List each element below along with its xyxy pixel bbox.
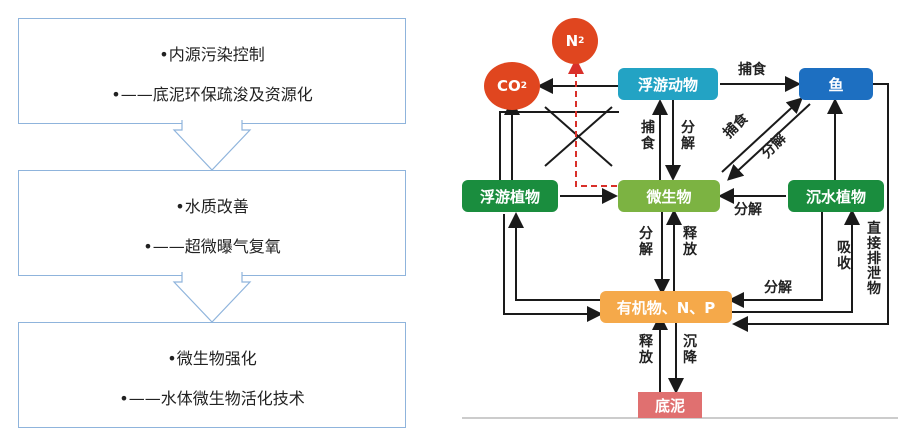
phytoplankton-node: 浮游植物: [462, 180, 558, 212]
label-settle: 沉 降: [683, 334, 697, 366]
step-title: •微生物强化: [167, 349, 257, 368]
label-decompose-sub: 分解: [734, 202, 762, 218]
fish-node: 鱼: [799, 68, 873, 100]
microbe-node: 微生物: [618, 180, 720, 212]
sediment-node: 底泥: [638, 392, 702, 418]
co2-subscript: 2: [520, 81, 528, 91]
step-detail: •——超微曝气复氧: [143, 237, 281, 256]
label-direct-excrete: 直 接 排 泄 物: [867, 221, 881, 297]
label-absorb: 吸 收: [837, 240, 851, 272]
n2-subscript: 2: [578, 36, 585, 46]
label-release-bottom: 释 放: [639, 334, 653, 366]
n2-label: N: [565, 32, 579, 50]
label-decompose-low: 分 解: [639, 226, 653, 258]
step-detail: •——底泥环保疏浚及资源化: [111, 85, 313, 104]
step-detail: •——水体微生物活化技术: [119, 389, 305, 408]
label-prey-mid: 捕 食: [641, 120, 655, 152]
step-box-1: •内源污染控制 •——底泥环保疏浚及资源化: [18, 18, 406, 124]
organic-npk-node: 有机物、N、P: [600, 291, 732, 323]
submerged-plant-node: 沉水植物: [788, 180, 884, 212]
step-title: •水质改善: [175, 197, 249, 216]
label-release-low: 释 放: [683, 226, 697, 258]
label-decompose-right: 分解: [764, 280, 792, 296]
label-prey-top: 捕食: [738, 62, 766, 78]
step-title: •内源污染控制: [159, 45, 265, 64]
co2-label: CO: [496, 77, 521, 95]
zooplankton-node: 浮游动物: [618, 68, 718, 100]
label-decompose-mid: 分 解: [681, 120, 695, 152]
step-box-3: •微生物强化 •——水体微生物活化技术: [18, 322, 406, 428]
